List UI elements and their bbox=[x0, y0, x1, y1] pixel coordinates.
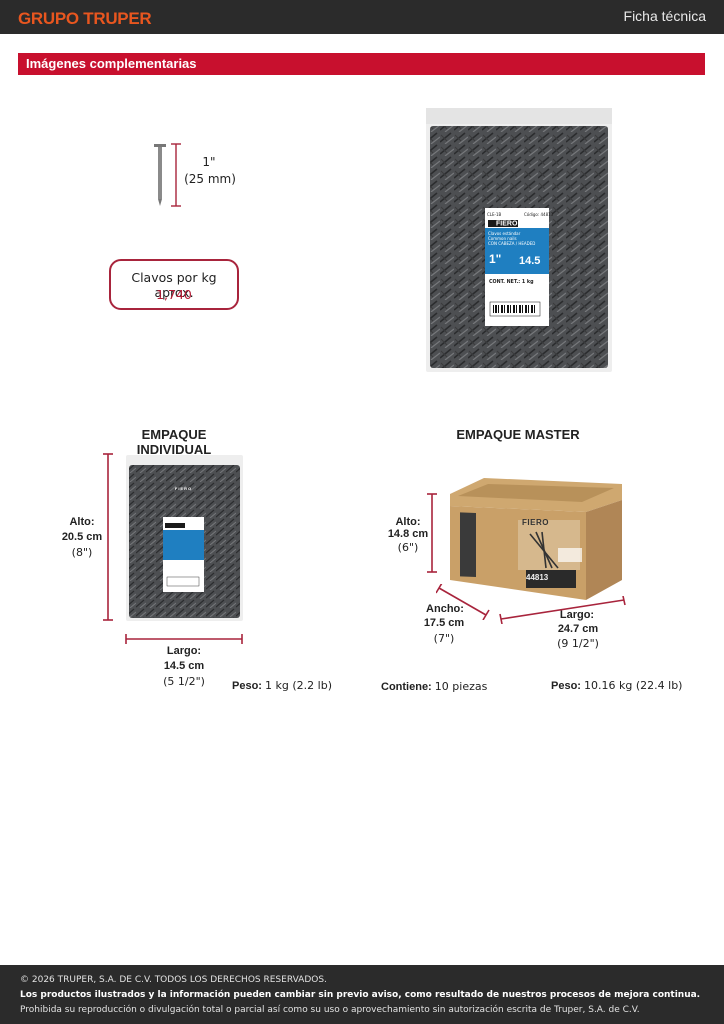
individual-bag-image bbox=[126, 455, 243, 621]
individual-length-in: (5 1/2") bbox=[163, 675, 205, 688]
master-box-brand: FIERO bbox=[522, 518, 549, 527]
footer: © 2026 TRUPER, S.A. DE C.V. TODOS LOS DE… bbox=[0, 965, 724, 1024]
label-size: 1" bbox=[489, 252, 501, 266]
individual-length-label: Largo: bbox=[166, 645, 202, 657]
master-width-label: Ancho: bbox=[426, 603, 464, 615]
master-length-in: (9 1/2") bbox=[557, 637, 599, 650]
nails-per-kg-box: Clavos por kg aprox. 1,740 bbox=[109, 259, 239, 310]
individual-bag-brand: FIERO bbox=[174, 486, 193, 491]
master-length-label: Largo: bbox=[559, 609, 595, 621]
individual-height-in: (8") bbox=[71, 546, 93, 559]
master-height-in: (6") bbox=[397, 541, 419, 554]
product-bag-image: CLE-1B Código: 44813 FIERO Clavos estánd… bbox=[426, 108, 612, 372]
master-length-cm: 24.7 cm bbox=[557, 623, 599, 635]
master-height-label: Alto: bbox=[395, 516, 421, 528]
top-bar: GRUPO TRUPER Ficha técnica bbox=[0, 0, 724, 34]
master-width-in: (7") bbox=[433, 632, 455, 645]
label-brand: FIERO bbox=[496, 221, 518, 228]
label-gauge: 14.5 bbox=[519, 255, 540, 267]
label-line2: Common nails bbox=[488, 236, 517, 241]
individual-height-cm: 20.5 cm bbox=[61, 531, 103, 543]
master-height-cm: 14.8 cm bbox=[387, 528, 429, 540]
label-code-right: Código: 44813 bbox=[524, 212, 554, 217]
section-header: Imágenes complementarias bbox=[18, 53, 705, 75]
footer-notice: Los productos ilustrados y la informació… bbox=[20, 990, 701, 1000]
footer-copyright: © 2026 TRUPER, S.A. DE C.V. TODOS LOS DE… bbox=[20, 975, 327, 985]
individual-weight-value: 1 kg (2.2 lb) bbox=[265, 679, 332, 692]
individual-weight: Peso: 1 kg (2.2 lb) bbox=[232, 679, 332, 692]
master-weight: Peso: 10.16 kg (22.4 lb) bbox=[551, 679, 682, 692]
individual-height-dimension-line bbox=[103, 453, 113, 621]
brand-logo: GRUPO TRUPER bbox=[18, 9, 152, 28]
individual-length-dimension-line bbox=[125, 634, 243, 644]
master-box-code: 44813 bbox=[526, 573, 549, 582]
master-box-image bbox=[450, 478, 622, 600]
master-contents: Contiene: 10 piezas bbox=[381, 680, 487, 693]
individual-package-title: EMPAQUE INDIVIDUAL bbox=[136, 427, 212, 457]
master-contents-value: 10 piezas bbox=[434, 680, 488, 693]
master-length-dimension-line bbox=[499, 596, 626, 624]
individual-height-label: Alto: bbox=[69, 516, 95, 528]
label-line1: Clavos estándar bbox=[488, 231, 521, 236]
nail-length-mm: (25 mm) bbox=[184, 172, 236, 186]
master-weight-value: 10.16 kg (22.4 lb) bbox=[584, 679, 683, 692]
section-title: Imágenes complementarias bbox=[26, 56, 197, 71]
master-width-dimension-line bbox=[436, 584, 490, 620]
label-content: CONT. NET.: 1 kg bbox=[489, 279, 534, 285]
master-contents-label: Contiene: bbox=[381, 681, 432, 693]
master-width-cm: 17.5 cm bbox=[423, 617, 465, 629]
footer-prohibition: Prohibida su reproducción o divulgación … bbox=[20, 1005, 640, 1015]
label-line3: CON CABEZA / HEADED bbox=[488, 241, 535, 246]
master-package-title: EMPAQUE MASTER bbox=[456, 427, 580, 442]
individual-length-cm: 14.5 cm bbox=[163, 660, 205, 672]
master-weight-label: Peso: bbox=[551, 680, 581, 692]
document-type: Ficha técnica bbox=[623, 8, 706, 24]
individual-weight-label: Peso: bbox=[232, 680, 262, 692]
product-label bbox=[485, 208, 549, 326]
nails-per-kg-label: Clavos por kg aprox. bbox=[131, 270, 217, 300]
nail-image bbox=[154, 143, 181, 207]
nail-length-in: 1" bbox=[202, 155, 216, 169]
label-code-left: CLE-1B bbox=[487, 212, 502, 217]
nails-per-kg-value: 1,740 bbox=[156, 287, 192, 302]
master-height-dimension-line bbox=[427, 493, 437, 573]
